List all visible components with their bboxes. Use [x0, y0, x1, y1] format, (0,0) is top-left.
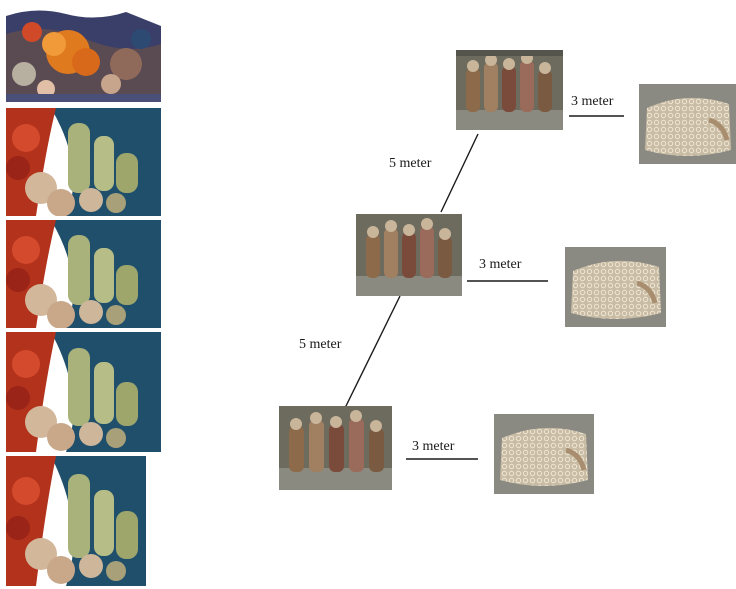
link-top-middle-label: 5 meter [389, 156, 432, 171]
station-bottom-cage-photo [494, 414, 594, 494]
link-middle-bottom-label: 5 meter [299, 337, 342, 352]
station-middle-cage-photo [565, 247, 666, 327]
coral-reef-photo-5 [6, 456, 161, 586]
station-middle-distance-label: 3 meter [479, 257, 522, 272]
coral-reef-photo-3 [6, 220, 161, 328]
station-top-photo [456, 50, 563, 130]
station-top-cage-photo [639, 84, 736, 164]
link-top-middle-line [440, 133, 479, 213]
coral-reef-photo-4 [6, 332, 161, 452]
coral-reef-photo-1 [6, 4, 161, 102]
station-top-distance-label: 3 meter [571, 94, 614, 109]
coral-reef-photo-2 [6, 108, 161, 216]
station-bottom-photo [279, 406, 392, 490]
station-middle-photo [356, 214, 462, 296]
station-bottom-distance-label: 3 meter [412, 439, 455, 454]
link-middle-bottom-line [344, 295, 401, 409]
